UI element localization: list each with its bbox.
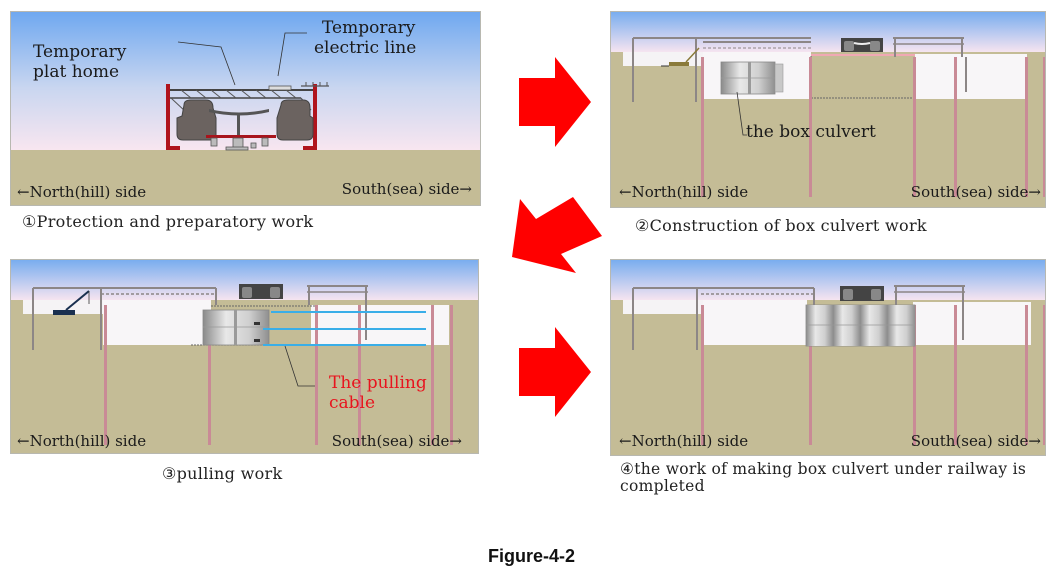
arrow-right-icon — [519, 57, 591, 147]
leader-lines — [177, 32, 307, 86]
north-side-label: ←North(hill) side — [17, 183, 147, 201]
box-culvert-installed — [805, 304, 916, 347]
train-cars — [176, 99, 314, 151]
panel-step-2: the box culvert ←North(hill) side South(… — [610, 11, 1046, 208]
sky — [611, 12, 1045, 52]
caption-step-1: ①Protection and preparatory work — [22, 212, 314, 231]
sky — [11, 12, 480, 150]
north-side-label: ←North(hill) side — [619, 432, 749, 450]
caption-step-2: ②Construction of box culvert work — [635, 216, 927, 235]
label-line: electric line — [314, 38, 417, 58]
north-side-label: ←North(hill) side — [17, 432, 147, 450]
temporary-girders — [632, 285, 965, 350]
south-side-label: South(sea) side→ — [910, 432, 1041, 450]
label-line: Temporary — [322, 18, 416, 38]
sky — [611, 260, 1045, 300]
steel-piles — [104, 305, 453, 445]
arrow-step-1-to-2 — [519, 57, 591, 147]
north-side-label: ←North(hill) side — [619, 183, 749, 201]
excavation — [913, 302, 1018, 345]
label-line: cable — [329, 393, 376, 413]
caption-step-4: ④the work of making box culvert under ra… — [620, 460, 1027, 495]
step-3-illustration — [11, 260, 478, 453]
label-line: Temporary — [33, 42, 127, 62]
temporary-platform-structure — [166, 82, 329, 150]
step-4-illustration — [611, 260, 1045, 455]
excavation — [103, 300, 211, 345]
arrow-right-icon — [519, 327, 591, 417]
steel-piles — [701, 57, 1045, 197]
figure-title: Figure-4-2 — [487, 546, 575, 566]
leader-line — [284, 345, 315, 387]
label-temporary-platform: Temporary plat home — [33, 42, 126, 82]
pulling-cables — [263, 311, 426, 346]
label-pulling-cable: The pulling cable — [329, 373, 427, 413]
panel-step-1: Temporary plat home Temporary electric l… — [10, 11, 481, 206]
train-on-track — [841, 38, 883, 52]
box-culvert — [202, 309, 270, 346]
excavation — [703, 300, 807, 345]
step-1-illustration — [11, 12, 480, 205]
arrow-down-left-icon — [512, 197, 602, 273]
label-box-culvert: the box culvert — [746, 122, 876, 142]
label-temporary-electric-line: Temporary electric line — [314, 18, 416, 58]
train-on-track — [239, 284, 283, 299]
temporary-girders — [32, 285, 368, 350]
ground — [11, 150, 480, 205]
excavation — [623, 300, 703, 314]
south-side-label: South(sea) side→ — [331, 432, 462, 450]
arrow-step-2-to-3 — [512, 197, 602, 273]
temporary-girders — [632, 37, 967, 102]
south-side-label: South(sea) side→ — [910, 183, 1041, 201]
panel-step-3: The pulling cable ←North(hill) side Sout… — [10, 259, 479, 454]
box-culvert — [720, 61, 784, 95]
train-on-track — [840, 286, 884, 301]
excavation — [23, 300, 103, 314]
panel-step-4: ←North(hill) side South(sea) side→ — [610, 259, 1046, 456]
step-2-illustration — [611, 12, 1045, 207]
south-side-label: South(sea) side→ — [341, 180, 472, 198]
leader-line — [736, 91, 747, 136]
label-line: plat home — [33, 62, 120, 82]
steel-piles — [701, 305, 1045, 445]
caption-step-3: ③pulling work — [162, 464, 283, 483]
label-line: The pulling — [329, 373, 427, 393]
arrow-step-3-to-4 — [519, 327, 591, 417]
crane — [53, 290, 90, 315]
excavator — [661, 47, 700, 67]
excavation — [899, 54, 1027, 99]
